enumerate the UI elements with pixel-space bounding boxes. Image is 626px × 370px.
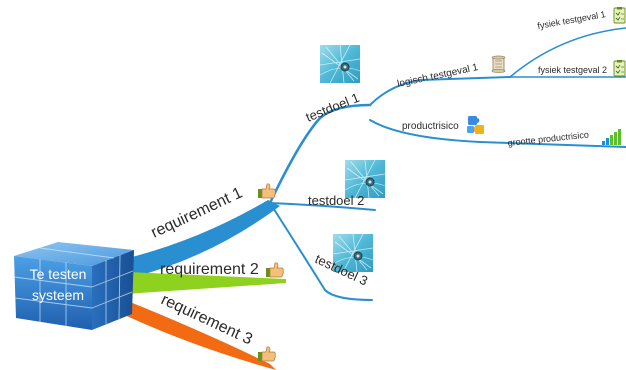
central-label-line1: Te testen <box>30 266 87 282</box>
fysiek-testgeval-1-label[interactable]: fysiek testgeval 1 <box>537 9 607 31</box>
blue-cube-icon[interactable]: Te testen systeem <box>13 242 134 330</box>
puzzle-icon <box>467 116 484 134</box>
signal-bars-icon <box>602 129 621 145</box>
requirement-2-label[interactable]: requirement 2 <box>160 261 259 278</box>
connector-testdoel-1 <box>268 103 372 205</box>
connector-testdoel-2 <box>269 202 376 211</box>
testdoel-2-label[interactable]: testdoel 2 <box>308 193 364 208</box>
fysiek-testgeval-2-label[interactable]: fysiek testgeval 2 <box>538 65 607 75</box>
logisch-testgeval-label[interactable]: logisch testgeval 1 <box>396 62 479 90</box>
productrisico-label[interactable]: productrisico <box>402 121 459 132</box>
thumbs-up-icon <box>257 346 276 362</box>
branch-requirement-1 <box>128 200 280 278</box>
connector-productrisico <box>369 119 626 148</box>
central-label-line2: systeem <box>32 287 84 303</box>
thumbs-up-icon <box>265 262 284 278</box>
scroll-icon <box>491 55 506 73</box>
checklist-icon <box>613 59 626 77</box>
testdoel-1-label[interactable]: testdoel 1 <box>304 90 362 125</box>
connector-fysiek-1 <box>509 27 626 78</box>
thumbs-up-icon <box>257 183 276 199</box>
checklist-icon <box>613 6 626 24</box>
photo-icon <box>319 44 361 84</box>
branch-requirement-3 <box>118 298 276 370</box>
connector-testdoel-3 <box>269 202 373 301</box>
connector-logisch <box>369 76 511 106</box>
branch-requirement-2 <box>126 272 286 294</box>
